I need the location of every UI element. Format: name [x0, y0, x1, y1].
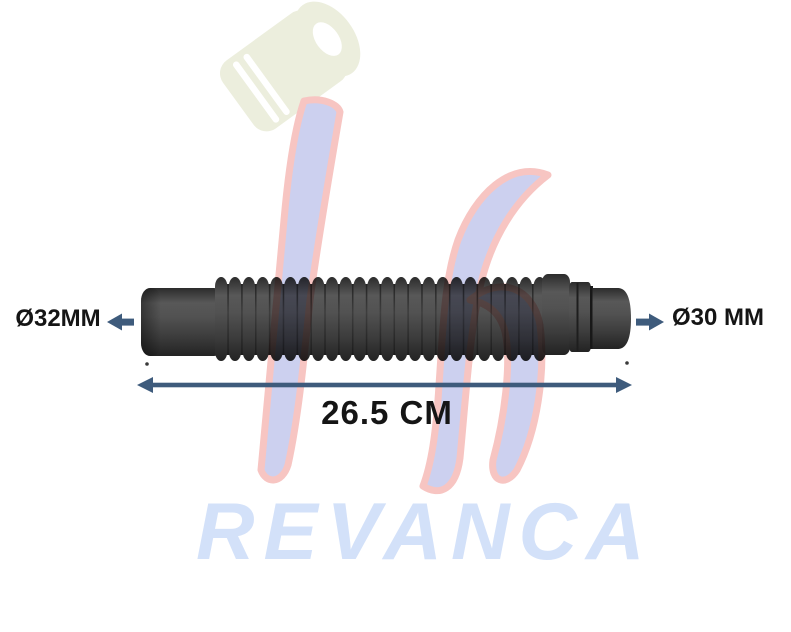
- hose-neck-groove: [576, 283, 579, 351]
- hose-right-neck: [569, 282, 591, 352]
- length-label: 26.5 CM: [321, 394, 453, 431]
- speck-left: [145, 362, 149, 366]
- length-dimension-arrow-icon: [137, 377, 632, 393]
- left-diameter-label: Ø32MM: [15, 305, 101, 332]
- right-diameter-arrow-icon: [636, 313, 664, 331]
- left-diameter-arrow-icon: [107, 313, 134, 331]
- right-diameter-label: Ø30 MM: [671, 304, 764, 331]
- brand-watermark-text: REVANCA: [196, 487, 654, 577]
- hose-end-cap: [592, 288, 631, 349]
- hose-endcap-gap: [590, 286, 593, 349]
- hose-left-cuff: [141, 288, 223, 356]
- speck-right: [625, 361, 629, 365]
